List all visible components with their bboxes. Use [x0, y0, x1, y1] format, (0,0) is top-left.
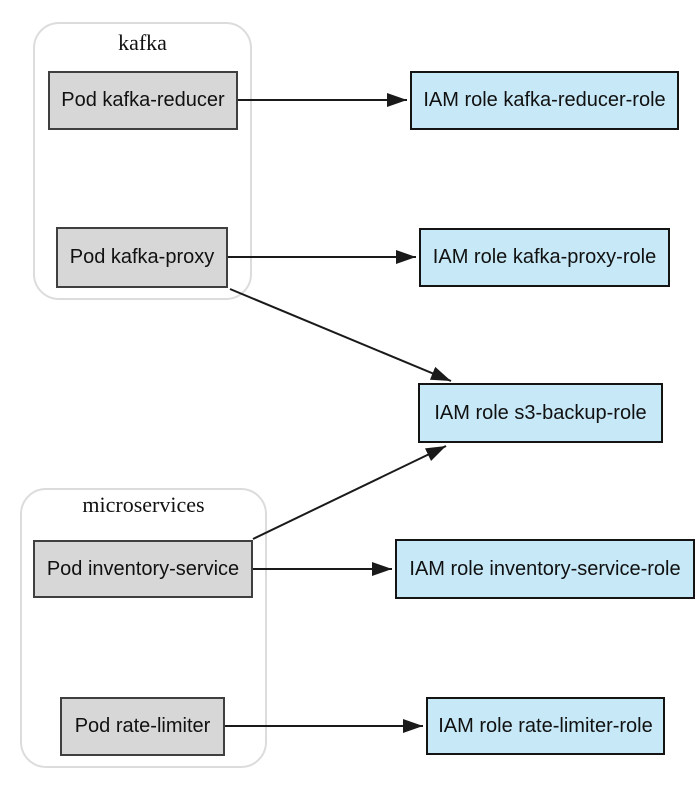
node-iam-role-s3-backup-role: IAM role s3-backup-role: [418, 383, 663, 443]
edge-pod-inventory-service-to-iam-role-s3-backup-role: [252, 445, 447, 540]
node-iam-role-kafka-reducer-role: IAM role kafka-reducer-role: [410, 71, 679, 130]
node-pod-kafka-proxy: Pod kafka-proxy: [56, 227, 228, 288]
group-microservices-label: microservices: [82, 492, 205, 517]
node-iam-role-rate-limiter-role: IAM role rate-limiter-role: [426, 697, 665, 755]
node-pod-kafka-reducer: Pod kafka-reducer: [48, 71, 238, 130]
group-kafka-label: kafka: [118, 30, 167, 55]
node-iam-role-kafka-proxy-role: IAM role kafka-proxy-role: [419, 228, 670, 287]
node-pod-rate-limiter: Pod rate-limiter: [60, 697, 225, 756]
node-pod-inventory-service: Pod inventory-service: [33, 540, 253, 598]
node-iam-role-inventory-service-role: IAM role inventory-service-role: [395, 539, 695, 599]
edge-pod-kafka-proxy-to-iam-role-s3-backup-role: [229, 288, 452, 382]
